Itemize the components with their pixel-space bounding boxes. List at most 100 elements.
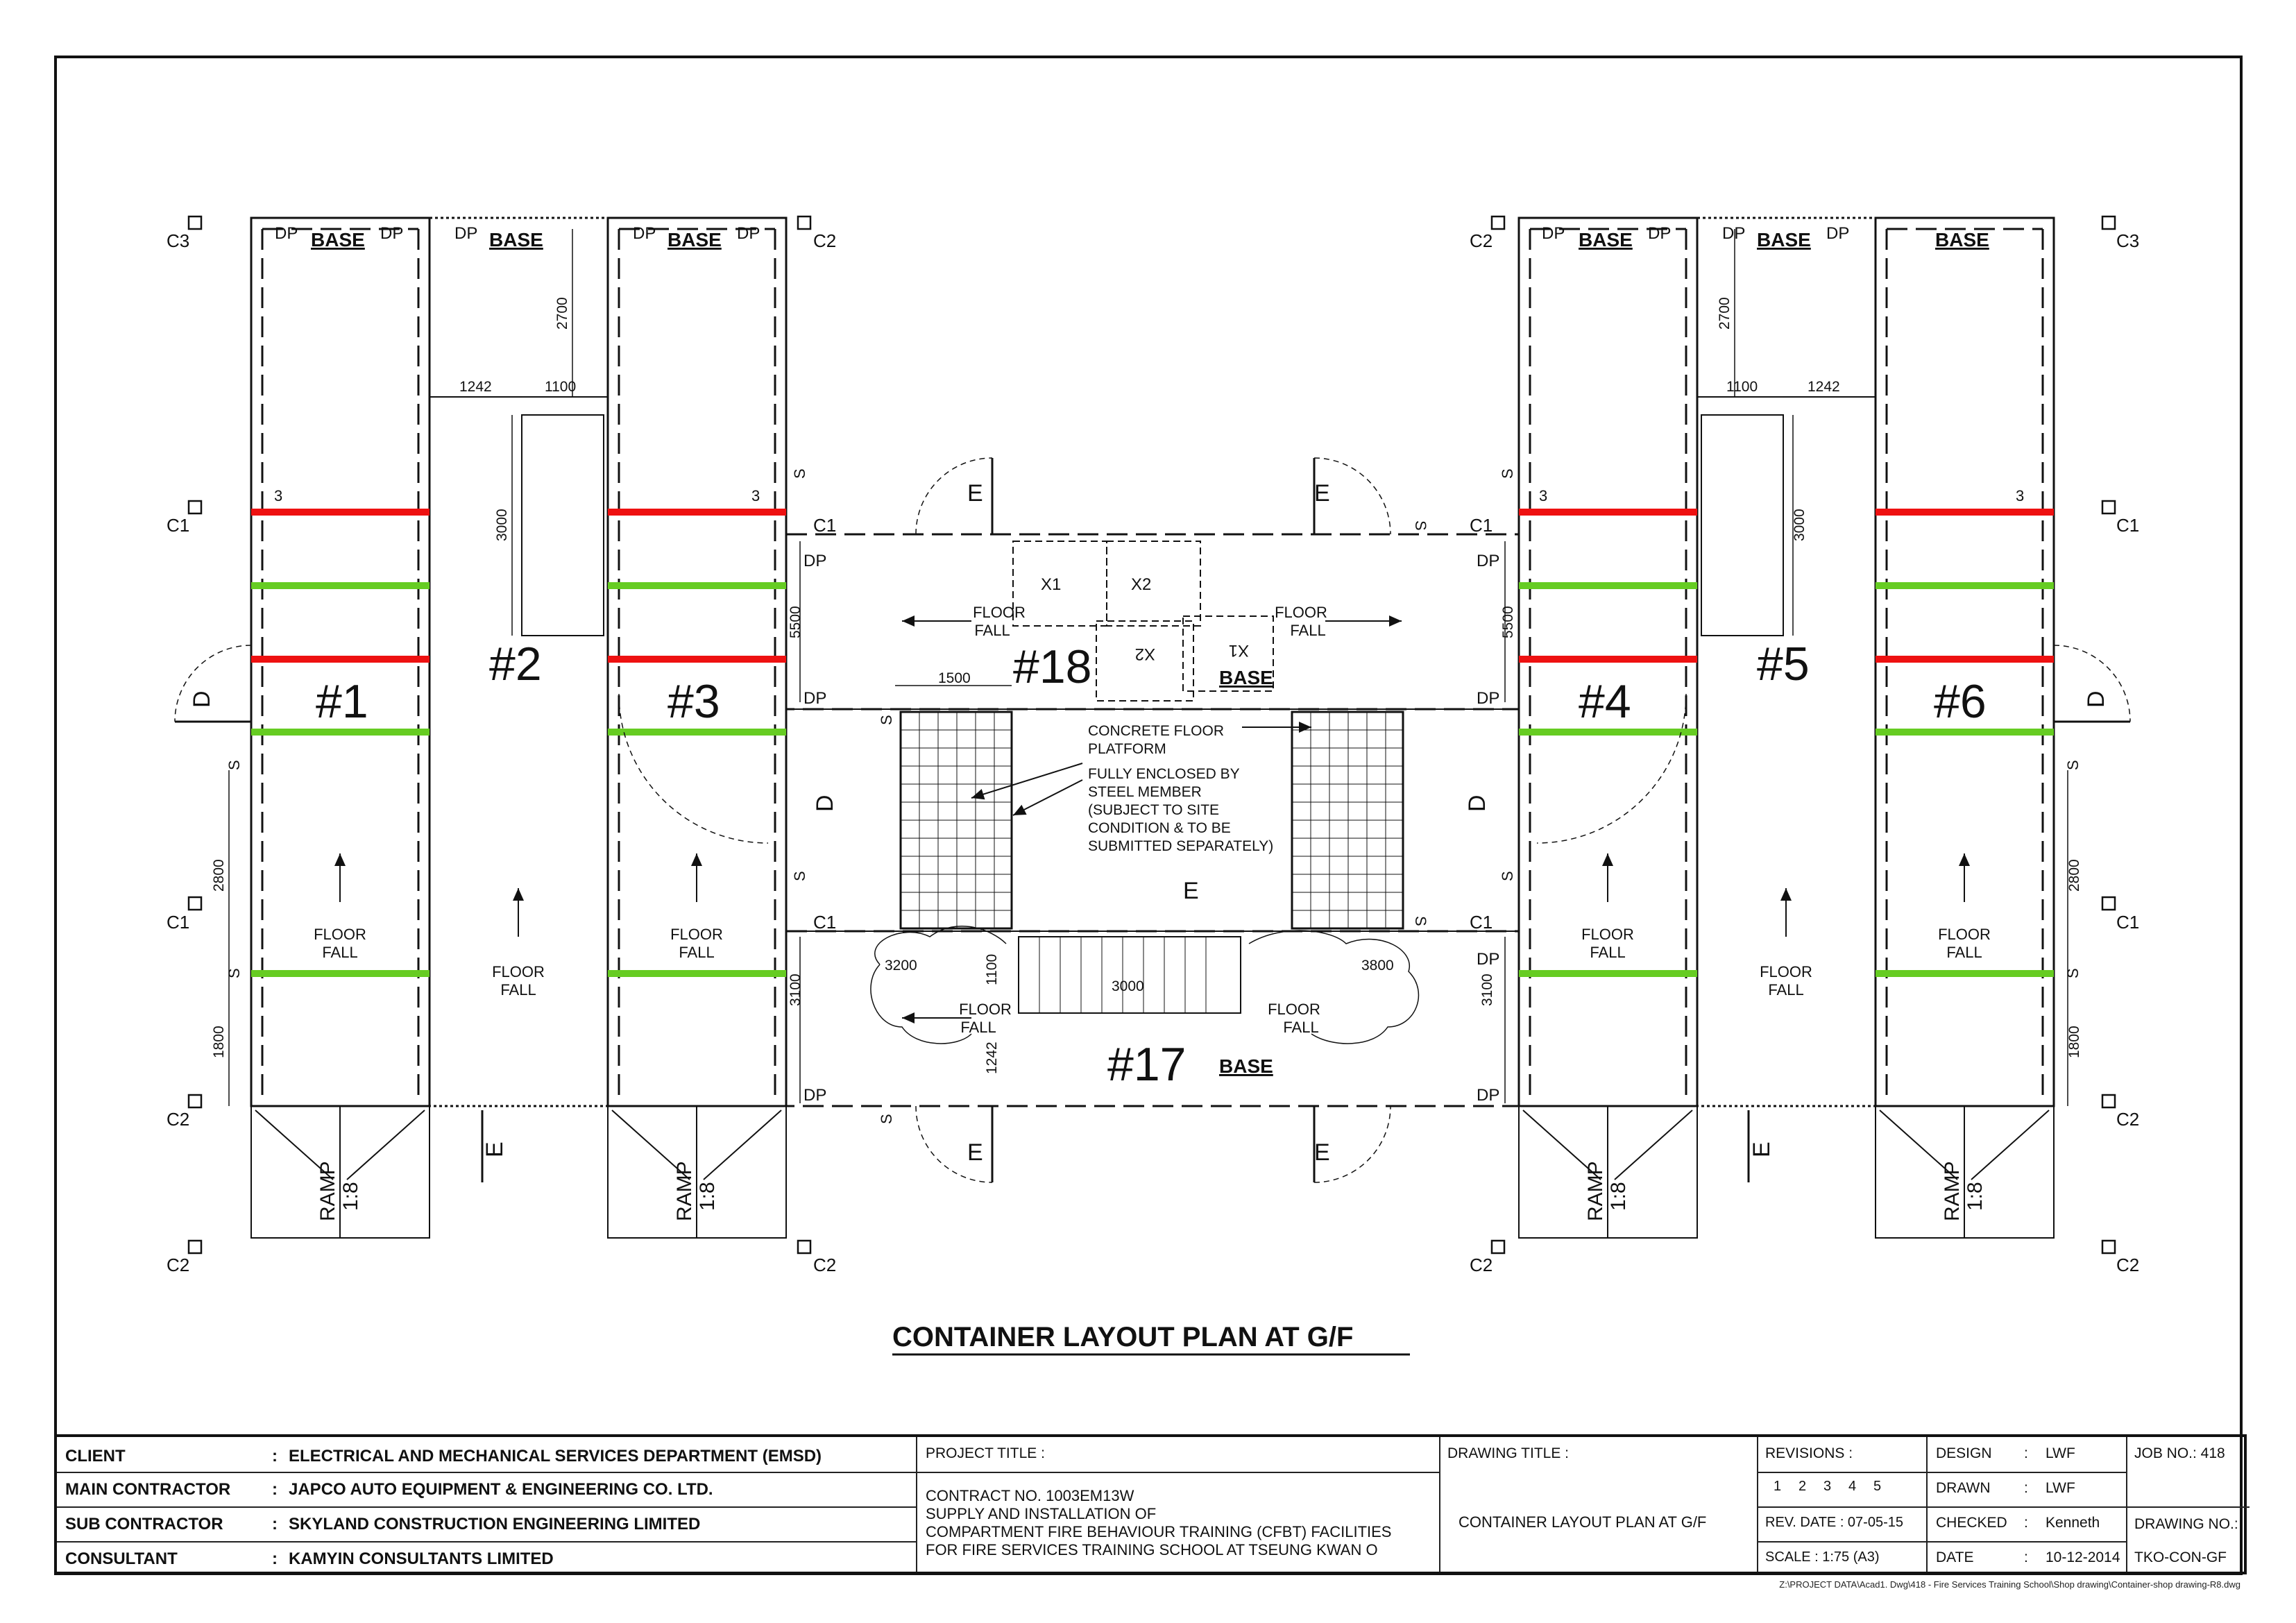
door-label-d: D: [812, 794, 838, 812]
drawing-title-value: CONTAINER LAYOUT PLAN AT G/F: [1459, 1513, 1707, 1531]
revision-1: 1: [1774, 1479, 1782, 1494]
dim-1500: 1500: [938, 670, 971, 686]
window-label-x2: X2: [1135, 645, 1155, 663]
title-block: CLIENT : ELECTRICAL AND MECHANICAL SERVI…: [54, 1434, 2250, 1574]
mark-s: S: [878, 715, 895, 725]
dp-label: DP: [737, 224, 760, 243]
dim-1100: 1100: [545, 379, 576, 395]
column-label-c2: C2: [813, 1255, 836, 1275]
dim-5500: 5500: [1500, 606, 1516, 638]
colon: :: [272, 1480, 278, 1499]
window-label-x1: X1: [1229, 641, 1249, 660]
ramps: [250, 1105, 2055, 1239]
colon: :: [272, 1515, 278, 1533]
door-label-e: E: [1314, 1139, 1330, 1166]
dp-label: DP: [1826, 224, 1849, 243]
dp-label: DP: [275, 224, 298, 243]
dim-2700: 2700: [554, 297, 570, 330]
colon: :: [2024, 1480, 2028, 1496]
mark-s: S: [791, 468, 808, 479]
scale: SCALE : 1:75 (A3): [1765, 1549, 1880, 1565]
column-label-c1: C1: [1470, 912, 1493, 933]
drawn-label: DRAWN: [1936, 1480, 1991, 1496]
mark-s: S: [1412, 520, 1429, 531]
column-label-c2: C2: [1470, 1255, 1493, 1275]
ramp-ratio: 1:8: [1607, 1182, 1630, 1211]
note-enclosed-2: STEEL MEMBER: [1088, 784, 1202, 800]
project-line-2: SUPPLY AND INSTALLATION OF: [926, 1505, 1157, 1522]
column-label-c3: C3: [2116, 230, 2139, 251]
project-line-1: CONTRACT NO. 1003EM13W: [926, 1487, 1134, 1504]
consultant-label: CONSULTANT: [65, 1549, 178, 1568]
fall-label: FALL: [322, 944, 357, 961]
ramp-ratio: 1:8: [1964, 1182, 1987, 1211]
dimension-labels: 2700 2700 1242 1100 1100 1242 3000 3000 …: [211, 297, 2082, 1074]
column-markers: [187, 215, 2116, 1255]
ramp-ratio: 1:8: [696, 1182, 719, 1211]
mark-3: 3: [274, 487, 282, 504]
base-label-17: BASE: [1219, 1055, 1273, 1077]
mark-s: S: [226, 760, 243, 770]
fall-label: FALL: [1590, 944, 1625, 961]
dp-label: DP: [1477, 689, 1499, 708]
door-label-e: E: [967, 480, 983, 507]
mark-s: S: [1499, 871, 1516, 881]
dp-label: DP: [803, 689, 826, 708]
container-numbers: #1 #2 #3 #4 #5 #6 #18 #17: [316, 638, 1987, 1091]
dim-3000: 3000: [1112, 978, 1144, 994]
dim-5500: 5500: [788, 606, 803, 638]
floor-label: FLOOR: [1275, 604, 1327, 621]
note-enclosed-5: SUBMITTED SEPARATELY): [1088, 838, 1273, 854]
column-label-c2: C2: [813, 230, 836, 251]
base-label-6: BASE: [1935, 229, 1989, 250]
column-label-c1: C1: [167, 912, 189, 933]
mark-s: S: [791, 871, 808, 881]
floor-beams: [251, 509, 2054, 977]
fall-label: FALL: [1768, 981, 1803, 999]
note-enclosed-1: FULLY ENCLOSED BY: [1088, 766, 1240, 782]
project-line-4: FOR FIRE SERVICES TRAINING SCHOOL AT TSE…: [926, 1541, 1378, 1558]
dp-label: DP: [1542, 224, 1565, 243]
colon: :: [272, 1447, 278, 1465]
colon: :: [272, 1549, 278, 1568]
base-label-5: BASE: [1757, 229, 1811, 250]
base-label-3: BASE: [667, 229, 722, 250]
floor-label: FLOOR: [314, 926, 366, 943]
sub-contractor-value: SKYLAND CONSTRUCTION ENGINEERING LIMITED: [289, 1515, 701, 1533]
dim-1100: 1100: [984, 954, 1000, 985]
note-concrete-floor: CONCRETE FLOOR: [1088, 723, 1224, 739]
column-label-c1: C1: [167, 515, 189, 536]
dim-1800: 1800: [2066, 1026, 2082, 1058]
ramp-label: RAMP: [673, 1161, 696, 1221]
ramp-ratio: 1:8: [339, 1182, 362, 1211]
drawing-no-value: TKO-CON-GF: [2134, 1549, 2227, 1565]
mark-3: 3: [751, 487, 760, 504]
fall-label: FALL: [500, 981, 536, 999]
platform-notes: CONCRETE FLOOR PLATFORM FULLY ENCLOSED B…: [1088, 723, 1273, 854]
floor-label: FLOOR: [1581, 926, 1634, 943]
fall-arrows: [334, 615, 1970, 1023]
mark-s: S: [878, 1114, 895, 1124]
drawing-title-label: DRAWING TITLE :: [1447, 1445, 1570, 1461]
floor-label: FLOOR: [1760, 963, 1812, 980]
date-label: DATE: [1936, 1549, 1974, 1565]
floor-label: FLOOR: [670, 926, 723, 943]
note-enclosed-3: (SUBJECT TO SITE: [1088, 802, 1219, 818]
column-label-c2: C2: [167, 1109, 189, 1130]
column-label-c1: C1: [813, 515, 836, 536]
drawing-no-label: DRAWING NO.:: [2134, 1516, 2238, 1532]
main-contractor-label: MAIN CONTRACTOR: [65, 1480, 231, 1499]
dp-label: DP: [380, 224, 403, 243]
dim-1100: 1100: [1726, 379, 1758, 395]
label-container-2: #2: [489, 638, 542, 690]
floor-label: FLOOR: [959, 1001, 1012, 1018]
design-value: LWF: [2046, 1445, 2075, 1461]
drawn-value: LWF: [2046, 1480, 2075, 1496]
revision-5: 5: [1873, 1479, 1882, 1494]
dp-label: DP: [1477, 552, 1499, 570]
dim-3100: 3100: [788, 974, 803, 1006]
mark-3: 3: [1539, 487, 1547, 504]
colon: :: [2024, 1445, 2028, 1461]
note-enclosed-4: CONDITION & TO BE: [1088, 820, 1231, 836]
